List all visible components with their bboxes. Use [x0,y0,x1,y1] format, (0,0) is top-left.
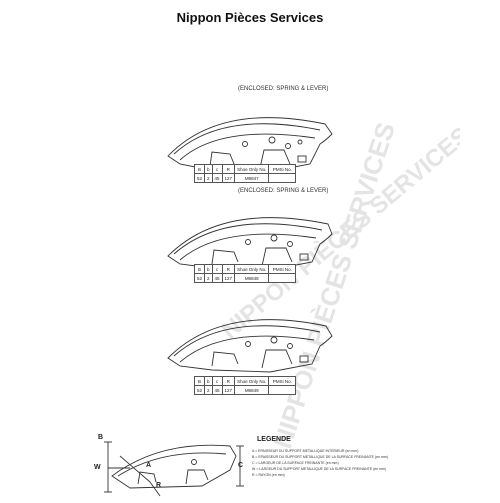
col-header: PMSi No. [268,264,297,274]
legend-list: A = EPAISSEUR DU SUPPORT METALLIQUE INTE… [252,448,412,478]
enclosed-note: (ENCLOSED: SPRING & LEVER) [238,188,329,194]
cell: 52 [193,385,206,395]
cell: 2 [204,173,213,183]
col-header: R [221,164,236,174]
col-header: B [193,376,206,386]
col-header: b [204,164,213,174]
brake-shoe-drawing [167,217,333,271]
spec-table: B b c R Shoe Only No. PMSi No. 52 2 45 1… [193,164,297,183]
spec-table: B b c R Shoe Only No. PMSi No. 52 2 45 1… [193,264,297,283]
brake-shoe-section-3: B b c R Shoe Only No. PMSi No. 52 2 45 1… [150,296,350,416]
page-title: Nippon Pièces Services [176,10,324,25]
dim-label-w: W [94,464,101,471]
brake-shoe-section-2: (ENCLOSED: SPRING & LEVER) B b c R Shoe … [150,188,350,308]
dim-label-a: A [146,462,152,469]
brake-shoe-drawing [167,117,333,173]
col-header: b [204,264,213,274]
col-header: PMSi No. [268,164,297,174]
shoe-cross-section-drawing [104,441,244,497]
col-header: R [221,264,236,274]
col-header: B [193,164,206,174]
cell: M9849 [234,385,270,395]
legend-item: W = LARGEUR DU SUPPORT METALLIQUE DE LA … [252,467,387,471]
cell: 52 [193,273,206,283]
dim-label-r: R [156,482,162,489]
legend-item: C = LARGEUR DE LA SURFACE FREINANTE (en … [252,461,339,465]
legend-item: A = EPAISSEUR DU SUPPORT METALLIQUE INTE… [252,449,359,453]
brake-shoe-drawing [167,319,333,373]
cell: 127 [221,173,236,183]
cell: 45 [211,273,223,283]
cell [268,385,297,395]
cell [268,173,297,183]
col-header: Shoe Only No. [234,376,270,386]
col-header: c [211,264,223,274]
spec-table: B b c R Shoe Only No. PMSi No. 52 2 45 1… [193,376,297,395]
col-header: b [204,376,213,386]
col-header: B [193,264,206,274]
cell: M9847 [234,173,270,183]
legend-title: LEGENDE [257,436,291,443]
cell: M9848 [234,273,270,283]
col-header: c [211,164,223,174]
dimension-diagram: B A W R C [90,426,250,498]
cell: 52 [193,173,206,183]
col-header: Shoe Only No. [234,264,270,274]
cell: 45 [211,173,223,183]
col-header: c [211,376,223,386]
col-header: R [221,376,236,386]
cell: 127 [221,273,236,283]
dim-label-b: B [98,434,104,441]
enclosed-note: (ENCLOSED: SPRING & LEVER) [238,86,329,92]
cell: 45 [211,385,223,395]
legend-item: R = RAYON (en mm) [252,473,285,477]
dim-label-c: C [238,462,244,469]
col-header: Shoe Only No. [234,164,270,174]
cell [268,273,297,283]
cell: 2 [204,385,213,395]
cell: 127 [221,385,236,395]
legend-item: B = EPAISSEUR DU SUPPORT METALLIQUE DE L… [252,455,388,459]
brake-shoe-section-1: (ENCLOSED: SPRING & LEVER) B b c R Shoe … [150,86,350,206]
cell: 2 [204,273,213,283]
col-header: PMSi No. [268,376,297,386]
